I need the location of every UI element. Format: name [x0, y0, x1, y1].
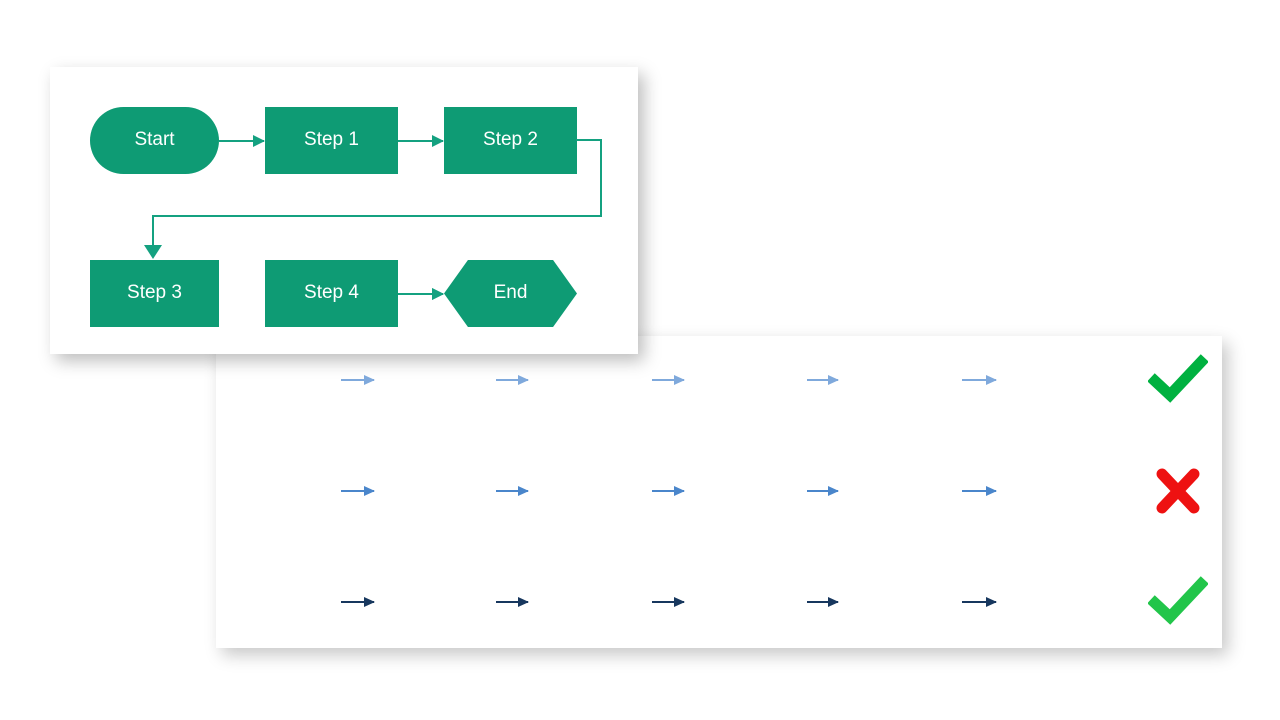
- blue-process-variants-card: [216, 336, 1222, 648]
- arrow-start-to-step-1: [219, 135, 265, 147]
- elbow-segment-horizontal-back: [152, 215, 602, 217]
- node-step-3[interactable]: Step 3: [90, 260, 219, 327]
- arrow-inspect-to-end: [962, 486, 997, 496]
- elbow-segment-horizontal-out: [576, 139, 602, 141]
- node-start[interactable]: Start: [90, 107, 219, 174]
- arrow-assembly-to-inspect: [807, 597, 839, 607]
- status-check-icon: [1147, 350, 1209, 410]
- elbow-segment-vertical-into-step-3: [152, 215, 154, 247]
- arrow-start-to-cure: [341, 375, 375, 385]
- arrow-cure-to-de-burr: [496, 375, 529, 385]
- node-label: Step 1: [304, 129, 359, 151]
- elbow-arrowhead: [144, 245, 162, 259]
- node-label: Start: [134, 129, 175, 151]
- elbow-segment-vertical-down: [600, 139, 602, 217]
- node-label: Step 2: [483, 129, 538, 151]
- node-label: Step 4: [304, 282, 359, 304]
- arrow-step-1-to-step-2: [398, 135, 444, 147]
- arrow-de-burr-to-assembly: [652, 375, 685, 385]
- arrow-inspect-to-end: [962, 597, 997, 607]
- arrow-de-burr-to-assembly: [652, 597, 685, 607]
- arrow-start-to-cure: [341, 597, 375, 607]
- node-label: Step 3: [127, 282, 182, 304]
- node-step-1[interactable]: Step 1: [265, 107, 398, 174]
- arrow-cure-to-de-burr: [496, 597, 529, 607]
- arrow-assembly-to-inspect: [807, 375, 839, 385]
- status-cross-icon: [1148, 461, 1208, 521]
- arrow-start-to-cure: [341, 486, 375, 496]
- status-check-icon: [1147, 572, 1209, 632]
- arrow-de-burr-to-assembly: [652, 486, 685, 496]
- node-end[interactable]: End: [444, 260, 577, 327]
- arrow-inspect-to-end: [962, 375, 997, 385]
- node-step-4[interactable]: Step 4: [265, 260, 398, 327]
- arrow-cure-to-de-burr: [496, 486, 529, 496]
- node-label: End: [493, 282, 528, 304]
- node-step-2[interactable]: Step 2: [444, 107, 577, 174]
- arrow-assembly-to-inspect: [807, 486, 839, 496]
- arrow-step-4-to-end: [398, 288, 444, 300]
